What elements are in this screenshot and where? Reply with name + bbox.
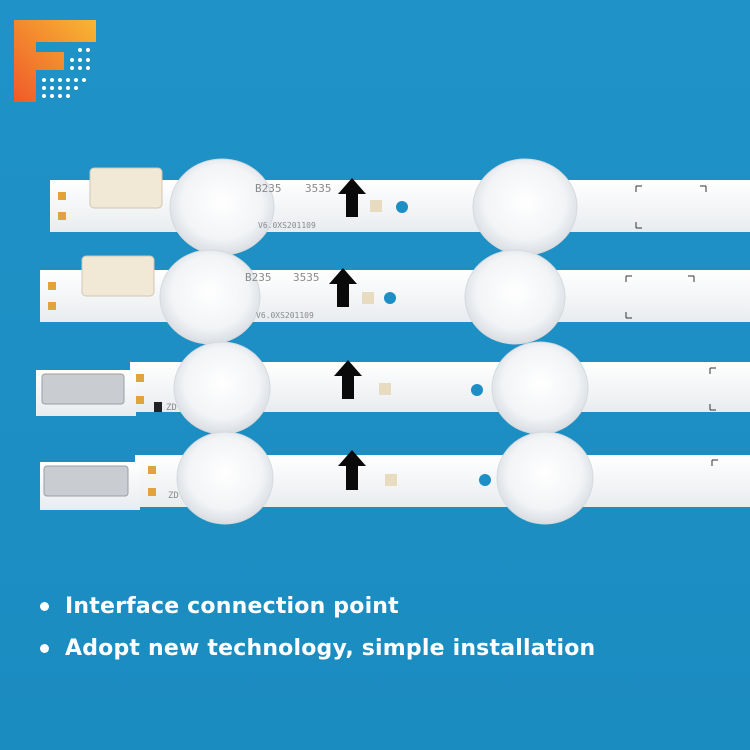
feature-text: Adopt new technology, simple installatio… xyxy=(65,635,596,661)
feature-list: Interface connection point Adopt new tec… xyxy=(40,585,740,669)
strip-version: V6.0XS201109 xyxy=(256,311,314,320)
strip-code-1: B235 xyxy=(255,182,282,195)
strip-code-1: B235 xyxy=(245,271,272,284)
feature-text: Interface connection point xyxy=(65,593,399,619)
led-strips: B235 3535 V6.0XS201109 B235 3535 V6.0XS2… xyxy=(36,158,750,525)
led-strip-3: ZD xyxy=(36,341,750,435)
led-strip-2: B235 3535 V6.0XS201109 xyxy=(40,249,750,345)
feature-item: Adopt new technology, simple installatio… xyxy=(40,627,740,669)
bullet-dot-icon xyxy=(40,601,49,611)
led-strip-1: B235 3535 V6.0XS201109 xyxy=(50,158,750,256)
strip-code-2: 3535 xyxy=(305,182,332,195)
strip-marker: ZD xyxy=(166,403,177,413)
strip-code-2: 3535 xyxy=(293,271,320,284)
brand-logo xyxy=(14,20,96,102)
bullet-dot-icon xyxy=(40,643,49,653)
feature-item: Interface connection point xyxy=(40,585,740,627)
led-strip-4: ZD xyxy=(40,431,750,525)
strip-marker: ZD xyxy=(168,491,179,501)
strip-version: V6.0XS201109 xyxy=(258,221,316,230)
